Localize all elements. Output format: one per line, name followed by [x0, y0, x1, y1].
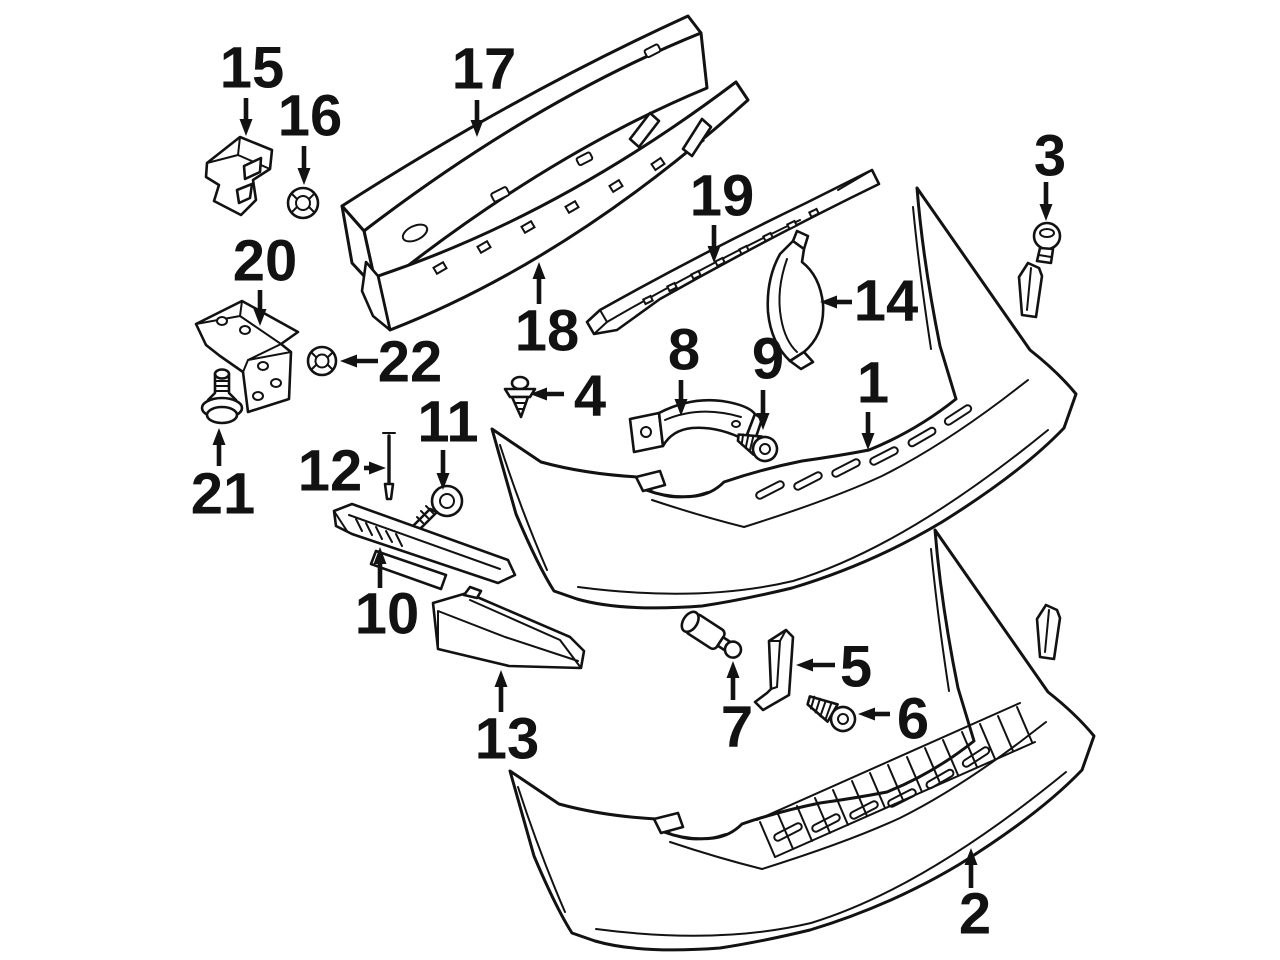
callout-arrow-head	[494, 670, 508, 687]
callout-number-18: 18	[515, 299, 580, 364]
callout-2[interactable]: 2	[959, 848, 991, 947]
callout-arrow-head	[674, 399, 688, 416]
callout-number-14: 14	[854, 269, 919, 334]
callout-7[interactable]: 7	[721, 661, 753, 760]
part-12-retainer-pin	[382, 432, 396, 501]
part-14-corner-bracket	[766, 229, 825, 371]
callout-14[interactable]: 14	[820, 269, 918, 334]
callout-number-19: 19	[690, 164, 755, 229]
callout-number-8: 8	[668, 318, 700, 383]
callout-arrow-head	[532, 262, 546, 279]
callout-number-17: 17	[452, 37, 517, 102]
callout-arrow-head	[373, 547, 387, 564]
callout-8[interactable]: 8	[668, 318, 700, 417]
callout-arrow-head	[707, 246, 721, 263]
part-8-support-bracket	[628, 398, 764, 454]
callout-17[interactable]: 17	[452, 37, 517, 138]
callout-number-15: 15	[220, 36, 285, 101]
callout-number-16: 16	[278, 84, 343, 149]
callout-number-9: 9	[752, 327, 784, 392]
part-22-flange-nut	[306, 345, 338, 377]
callout-arrow-head	[1039, 204, 1053, 221]
callout-arrow-head	[820, 295, 837, 309]
callout-arrow-head	[436, 473, 450, 490]
callout-arrow-head	[253, 309, 267, 326]
callout-20[interactable]: 20	[233, 229, 298, 327]
part-10-protector-strip	[332, 502, 517, 591]
callout-3[interactable]: 3	[1034, 124, 1066, 222]
callout-number-13: 13	[475, 707, 540, 772]
part-7-bolt	[680, 610, 743, 659]
callout-arrow-head	[796, 658, 813, 672]
callout-11[interactable]: 11	[417, 390, 479, 491]
callout-number-21: 21	[191, 462, 256, 527]
callout-15[interactable]: 15	[220, 36, 285, 137]
callout-16[interactable]: 16	[278, 84, 343, 186]
callout-6[interactable]: 6	[858, 687, 929, 752]
part-5-side-bracket	[753, 628, 795, 712]
callout-arrow-head	[756, 413, 770, 430]
callout-number-1: 1	[857, 351, 889, 416]
callout-arrow-head	[340, 354, 357, 368]
part-13-side-spacer	[431, 585, 586, 670]
callout-9[interactable]: 9	[752, 327, 784, 431]
callout-number-7: 7	[721, 695, 753, 760]
callout-number-5: 5	[840, 635, 872, 700]
part-4-clip	[503, 375, 537, 419]
callout-21[interactable]: 21	[191, 428, 256, 527]
callout-1[interactable]: 1	[857, 351, 889, 451]
callout-10[interactable]: 10	[355, 547, 420, 647]
part-9-screw	[736, 433, 779, 463]
callout-number-3: 3	[1034, 124, 1066, 189]
part-20-mounting-bracket	[194, 299, 300, 414]
callout-13[interactable]: 13	[475, 670, 540, 772]
callout-arrow-head	[964, 848, 978, 865]
callout-arrow-head	[858, 707, 875, 721]
callout-number-12: 12	[298, 439, 363, 504]
callout-18[interactable]: 18	[515, 262, 580, 364]
callout-number-6: 6	[897, 687, 929, 752]
callout-4[interactable]: 4	[530, 364, 606, 429]
callout-arrow-head	[470, 120, 484, 137]
part-18-energy-absorber	[360, 80, 750, 332]
callout-arrow-head	[297, 168, 311, 185]
callout-number-4: 4	[574, 364, 606, 429]
callout-arrow-head	[726, 661, 740, 678]
callout-arrow-head	[369, 461, 386, 475]
callout-number-2: 2	[959, 882, 991, 947]
callout-number-10: 10	[355, 582, 420, 647]
part-15-bracket	[204, 135, 274, 217]
part-3-screw	[1032, 221, 1062, 265]
part-19-retainer-rail	[585, 168, 881, 336]
callout-22[interactable]: 22	[340, 330, 442, 395]
callout-19[interactable]: 19	[690, 164, 755, 264]
callout-arrow-head	[861, 433, 875, 450]
callout-arrow-head	[239, 119, 253, 136]
callout-arrow-head	[212, 428, 226, 445]
part-6-screw	[806, 695, 857, 733]
part-2-bumper-cover-lower	[508, 528, 1096, 952]
callout-5[interactable]: 5	[796, 635, 872, 700]
callout-number-20: 20	[233, 229, 298, 294]
callout-number-22: 22	[378, 330, 443, 395]
part-11-screw	[411, 484, 464, 533]
callout-12[interactable]: 12	[298, 439, 386, 504]
callout-arrow-head	[530, 387, 547, 401]
part-21-bolt	[200, 368, 244, 425]
callout-number-11: 11	[417, 390, 478, 455]
part-16-flange-nut	[286, 186, 320, 220]
